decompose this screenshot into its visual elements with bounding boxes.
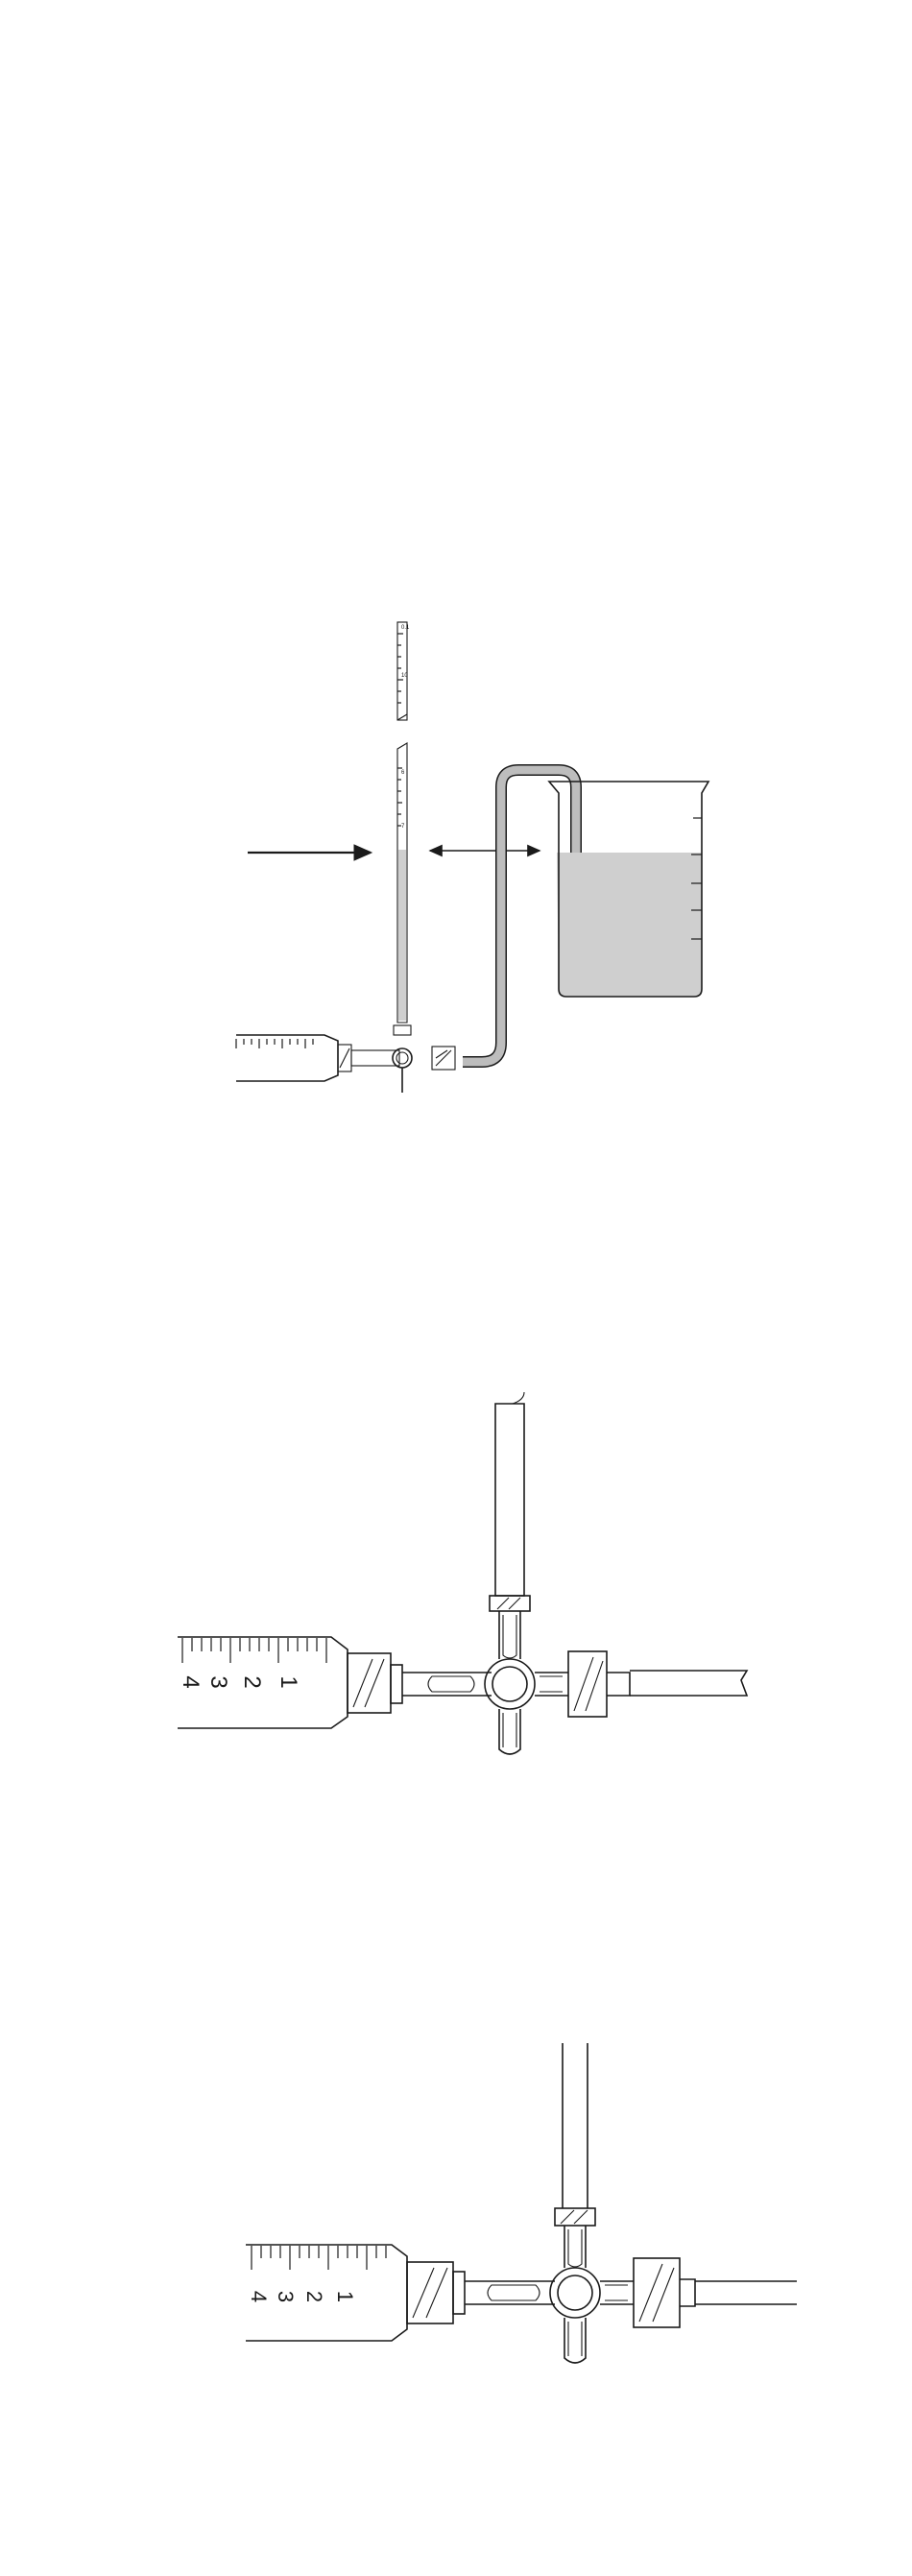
burette-label-7: 7 bbox=[401, 824, 405, 830]
syringe-luer-thread bbox=[407, 2262, 465, 2323]
syringe-scale-1: 1 bbox=[333, 2291, 357, 2302]
outlet-connector bbox=[568, 1651, 747, 1717]
panel-1-apparatus: 0.1 10 6 7 bbox=[236, 622, 708, 1093]
burette-label-mid: 10 bbox=[401, 673, 408, 679]
stopcock-valve bbox=[485, 1659, 535, 1754]
stopcock-valve bbox=[550, 2268, 600, 2363]
stopcock-handle-left bbox=[488, 2285, 540, 2300]
burette-top-segment: 0.1 10 bbox=[397, 622, 410, 720]
syringe-luer-thread bbox=[348, 1653, 402, 1713]
stopcock-small bbox=[393, 1025, 455, 1093]
syringe-scale-2: 2 bbox=[239, 1675, 265, 1688]
syringe-scale-3: 3 bbox=[205, 1675, 231, 1688]
syringe-scale-1: 1 bbox=[276, 1675, 301, 1688]
burette-tube bbox=[555, 2043, 595, 2268]
syringe-scale-4: 4 bbox=[178, 1675, 204, 1688]
syringe-scale bbox=[182, 1638, 326, 1663]
syringe-scale-4: 4 bbox=[247, 2291, 271, 2302]
burette-lower-segment: 6 7 bbox=[397, 743, 407, 1023]
burette-tube bbox=[490, 1392, 530, 1659]
syringe-small bbox=[236, 1035, 399, 1081]
burette-label-6: 6 bbox=[401, 770, 405, 776]
outlet-connector bbox=[634, 2258, 797, 2327]
beaker-liquid bbox=[557, 853, 702, 997]
panel-3-stopcock-detail: 1 2 3 4 bbox=[246, 2043, 797, 2363]
burette-label-top: 0.1 bbox=[401, 625, 410, 631]
syringe-scale-2: 2 bbox=[302, 2291, 326, 2302]
syringe-scale bbox=[252, 2246, 386, 2270]
syringe-scale-3: 3 bbox=[274, 2291, 298, 2302]
panel-2-stopcock-detail: 1 2 3 4 bbox=[178, 1392, 747, 1754]
stopcock-handle-left bbox=[428, 1676, 474, 1692]
burette-liquid-column bbox=[398, 850, 406, 1021]
